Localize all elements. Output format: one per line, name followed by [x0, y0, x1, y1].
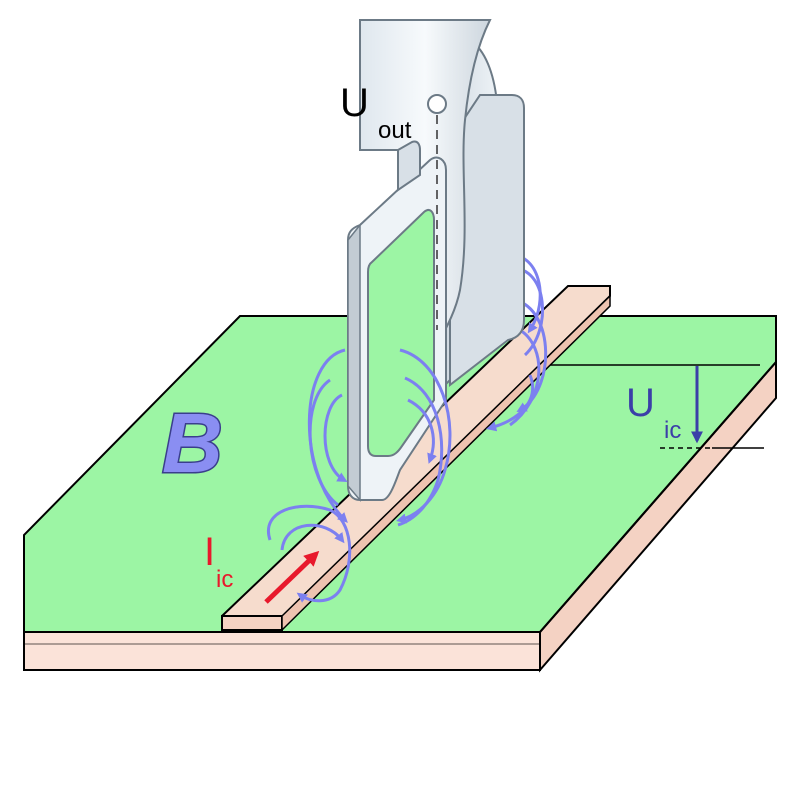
- label-u-ic-sub: ic: [664, 417, 681, 444]
- probe-loop-window: [367, 209, 435, 457]
- probe-frame-back: [449, 94, 525, 388]
- label-u-out-main: U: [340, 81, 369, 125]
- field-loop-icon: [266, 504, 352, 603]
- field-loop-icon: [397, 376, 444, 527]
- current-arrow-shaft: [264, 550, 320, 604]
- probe-loop-edge: [347, 222, 361, 503]
- field-loop-icon: [509, 328, 541, 427]
- field-loop-icon: [407, 398, 437, 464]
- field-loop-icon: [323, 393, 348, 483]
- field-loop-icon: [308, 378, 339, 507]
- label-i-ic: I ic: [204, 530, 233, 593]
- label-i-ic-sub: ic: [216, 566, 233, 593]
- magnetic-probe: [347, 19, 525, 503]
- label-u-ic-main: U: [626, 381, 655, 425]
- u-ic-reference: [550, 364, 764, 449]
- probe-slot: [397, 140, 421, 192]
- label-u-out: U out: [340, 81, 412, 144]
- label-u-ic: U ic: [626, 381, 681, 444]
- board-side-front: [23, 631, 541, 671]
- label-i-ic-main: I: [204, 530, 215, 574]
- trace-front: [221, 615, 283, 631]
- probe-mount-hole: [427, 94, 447, 114]
- field-loops-front: [266, 348, 535, 603]
- field-loop-icon: [486, 374, 535, 432]
- current-arrow-icon: [264, 550, 320, 604]
- label-u-out-sub: out: [378, 117, 412, 144]
- label-magnetic-field: B: [162, 396, 223, 490]
- board-inner-edge: [539, 361, 777, 633]
- field-loop-icon: [280, 523, 345, 551]
